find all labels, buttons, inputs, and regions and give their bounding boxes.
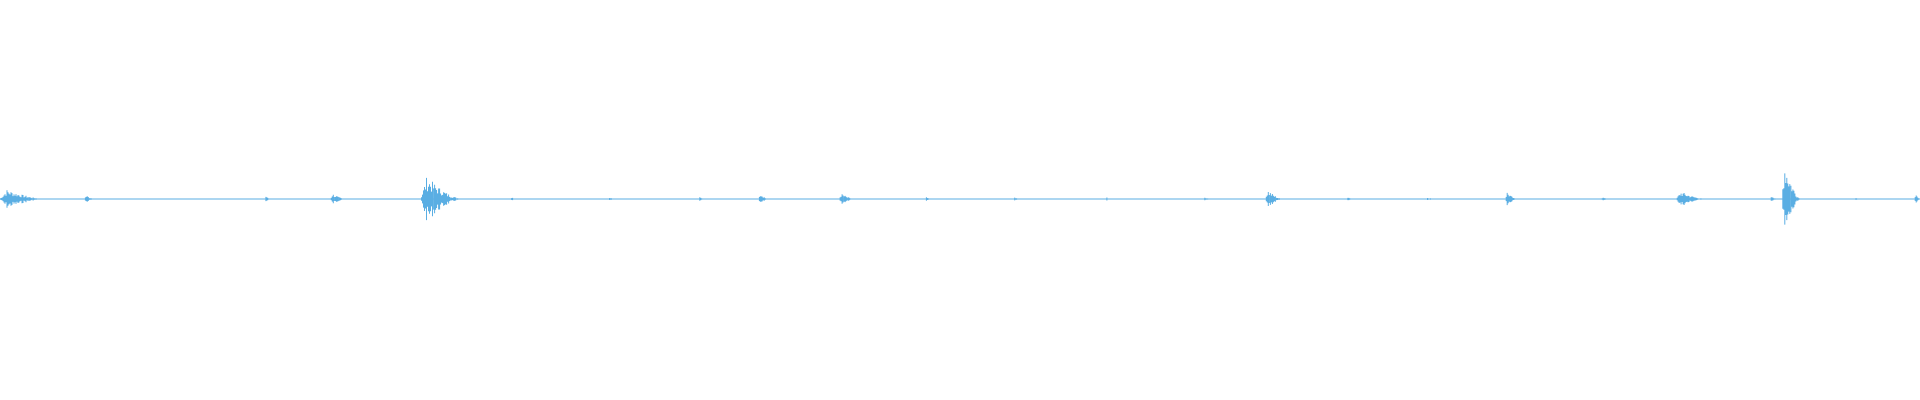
waveform-burst <box>1601 197 1608 201</box>
waveform-burst <box>758 196 768 202</box>
waveform-burst <box>1014 197 1020 201</box>
waveform-burst <box>1427 198 1434 200</box>
waveform-burst <box>1855 198 1860 200</box>
waveform-burst <box>265 196 271 202</box>
waveform-burst <box>1265 192 1282 206</box>
waveform-burst <box>84 196 96 202</box>
waveform-burst <box>421 177 462 221</box>
waveform-burst <box>1346 197 1356 201</box>
waveform-burst <box>511 197 516 201</box>
waveform-burst <box>330 194 345 204</box>
waveform-burst <box>839 194 854 204</box>
waveform-burst <box>699 197 705 201</box>
waveform-burst <box>1505 192 1517 206</box>
waveform-burst <box>1914 195 1920 203</box>
waveform-burst <box>1770 197 1778 201</box>
waveform-burst <box>925 197 931 201</box>
waveform-burst <box>1782 173 1801 225</box>
waveform-burst <box>0 190 44 208</box>
waveform-burst <box>609 198 616 200</box>
waveform-burst <box>1204 197 1212 201</box>
waveform-burst <box>1106 197 1112 201</box>
waveform-bursts <box>0 173 1920 225</box>
waveform-burst <box>1676 193 1706 205</box>
